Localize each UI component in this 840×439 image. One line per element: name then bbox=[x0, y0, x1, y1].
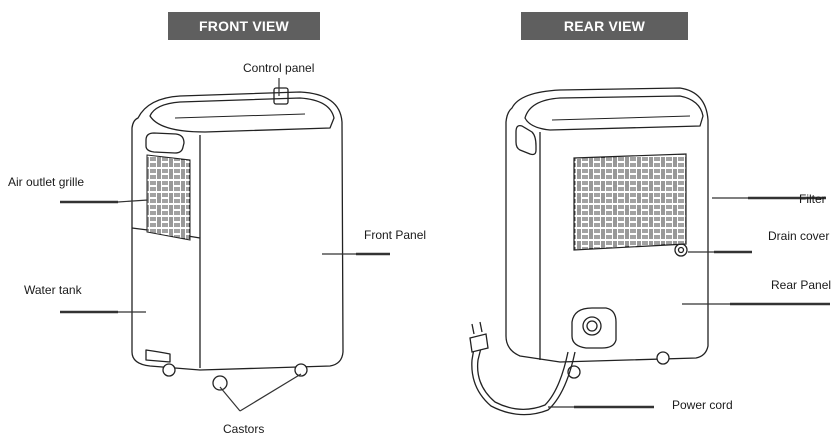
label-air-outlet-grille: Air outlet grille bbox=[8, 175, 85, 189]
power-cord bbox=[469, 321, 576, 416]
castor bbox=[656, 351, 670, 365]
label-filter: Filter bbox=[799, 192, 826, 206]
power-socket bbox=[571, 307, 617, 349]
castor bbox=[162, 363, 176, 377]
label-front-panel: Front Panel bbox=[364, 228, 427, 242]
front-handle bbox=[145, 132, 185, 154]
castor bbox=[212, 375, 228, 391]
rear-view-header: REAR VIEW bbox=[521, 12, 688, 40]
label-drain-cover: Drain cover bbox=[768, 229, 830, 243]
castor bbox=[294, 363, 308, 377]
front-unit bbox=[131, 87, 344, 371]
front-castors bbox=[162, 363, 308, 391]
front-top-surface bbox=[149, 97, 335, 133]
label-rear-panel: Rear Panel bbox=[771, 278, 832, 292]
rear-filter bbox=[573, 153, 687, 251]
front-air-outlet-grille bbox=[146, 154, 191, 241]
label-power-cord: Power cord bbox=[672, 398, 733, 412]
rear-castors bbox=[567, 351, 670, 379]
rear-handle bbox=[515, 124, 537, 156]
front-control-panel-slot bbox=[273, 87, 289, 105]
power-plug bbox=[469, 333, 489, 353]
label-castors: Castors bbox=[223, 422, 265, 436]
front-body-outline bbox=[131, 91, 344, 371]
rear-top-surface bbox=[524, 95, 704, 131]
drain-cover bbox=[674, 243, 688, 257]
rear-body-outline bbox=[505, 87, 709, 363]
rear-unit bbox=[505, 87, 709, 363]
front-leader-lines bbox=[60, 78, 390, 412]
label-water-tank: Water tank bbox=[24, 283, 82, 297]
front-view-header: FRONT VIEW bbox=[168, 12, 320, 40]
label-control-panel: Control panel bbox=[243, 61, 315, 75]
rear-leader-lines bbox=[548, 196, 830, 409]
